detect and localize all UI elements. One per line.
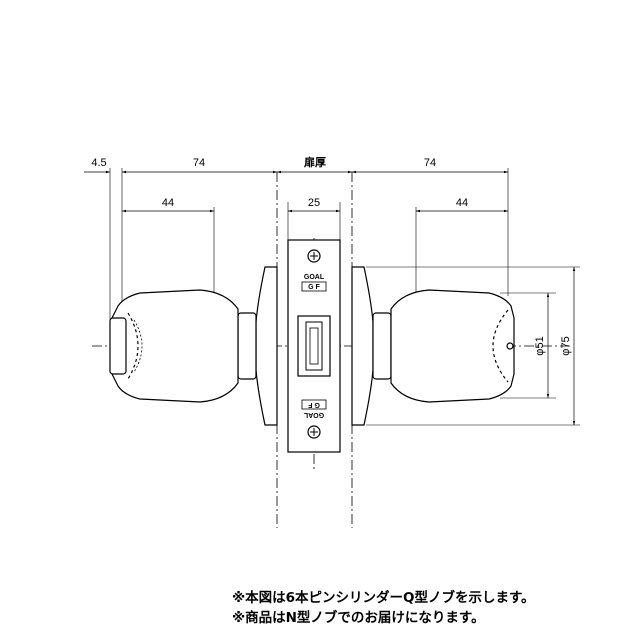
left-knob-inner-curve: [133, 319, 143, 373]
right-neck: [372, 312, 392, 380]
right-knob-grip-curve: [492, 309, 509, 383]
upper-brand-mark: GOAL: [304, 274, 325, 281]
right-rose: [351, 266, 374, 426]
left-rose: [255, 266, 278, 426]
upper-code-mark: G F: [308, 284, 320, 291]
extension-lines: [109, 168, 580, 426]
note-illustration: ※本図は6本ピンシリンダーQ型ノブを示します。: [232, 590, 535, 606]
dim-knob-diameter: φ51: [534, 336, 546, 355]
left-cylinder-face: [109, 317, 127, 375]
left-neck: [237, 312, 257, 380]
dim-rose-diameter: φ75: [560, 336, 572, 355]
latch-markings: GOAL G F G F GOAL: [301, 274, 327, 418]
dim-right-length: 74: [424, 157, 436, 169]
right-knob-assembly: [351, 266, 515, 426]
faceplate-assembly: [287, 239, 341, 453]
lower-code-mark: G F: [307, 401, 319, 408]
left-knob: [111, 289, 239, 403]
dim-right-knob-depth: 44: [456, 197, 468, 209]
dim-left-length: 74: [193, 157, 205, 169]
dimension-lines: [84, 170, 576, 425]
dim-faceplate-width: 25: [308, 197, 320, 209]
lower-brand-mark: GOAL: [303, 411, 324, 418]
note-delivery: ※商品はN型ノブでのお届けになります。: [232, 610, 485, 626]
left-knob-grip-curve: [127, 312, 139, 380]
latch-bolt-core: [309, 327, 319, 365]
right-knob: [390, 289, 515, 403]
dim-left-knob-depth: 44: [162, 197, 174, 209]
right-thumb-hole: [506, 342, 514, 350]
left-knob-assembly: [109, 266, 278, 426]
dim-rose-gap: 4.5: [91, 157, 106, 169]
dim-door-thickness: 扉厚: [304, 155, 326, 169]
